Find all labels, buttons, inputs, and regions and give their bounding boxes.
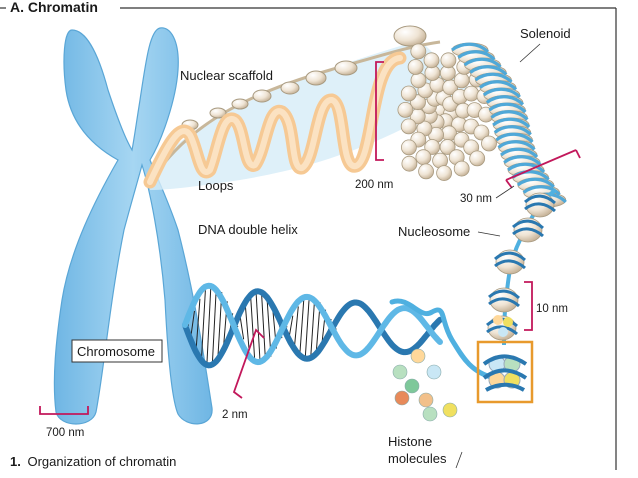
linker-dna bbox=[389, 298, 497, 381]
label-700nm: 700 nm bbox=[46, 427, 84, 439]
dna-double-helix bbox=[182, 282, 443, 369]
label-dna-double-helix: DNA double helix bbox=[198, 222, 298, 237]
solenoid-coil bbox=[451, 42, 567, 208]
figure-frame bbox=[0, 7, 617, 470]
figure-caption: 1. Organization of chromatin bbox=[10, 454, 176, 469]
label-2nm: 2 nm bbox=[222, 409, 248, 421]
chromosome-label-box bbox=[71, 339, 163, 363]
label-nuclear-scaffold: Nuclear scaffold bbox=[180, 68, 273, 83]
label-histone-line2: molecules bbox=[388, 451, 447, 466]
scale-bar-30nm bbox=[505, 149, 577, 181]
chromosome-shape bbox=[53, 27, 213, 425]
scale-bar-2nm bbox=[232, 328, 265, 399]
label-nucleosome: Nucleosome bbox=[398, 224, 470, 239]
nucleosome-highlight-box bbox=[476, 340, 534, 404]
chromosome-label: Chromosome bbox=[77, 344, 155, 359]
section-title: A. Chromatin bbox=[10, 0, 98, 15]
label-200nm: 200 nm bbox=[355, 179, 393, 191]
caption-text: Organization of chromatin bbox=[27, 454, 176, 469]
nucleosome-string bbox=[485, 188, 558, 346]
label-30nm: 30 nm bbox=[460, 193, 492, 205]
scale-bar-200nm bbox=[375, 61, 384, 161]
highlighted-nucleosome bbox=[482, 354, 528, 392]
scale-bar-10nm bbox=[524, 281, 533, 331]
label-solenoid: Solenoid bbox=[520, 26, 571, 41]
caption-number: 1. bbox=[10, 454, 21, 469]
fiber-background bbox=[150, 40, 470, 190]
label-histone-line1: Histone bbox=[388, 434, 432, 449]
label-loops: Loops bbox=[198, 178, 234, 193]
histone-molecules bbox=[392, 348, 458, 422]
scale-bar-700nm bbox=[39, 406, 89, 415]
label-10nm: 10 nm bbox=[536, 303, 568, 315]
